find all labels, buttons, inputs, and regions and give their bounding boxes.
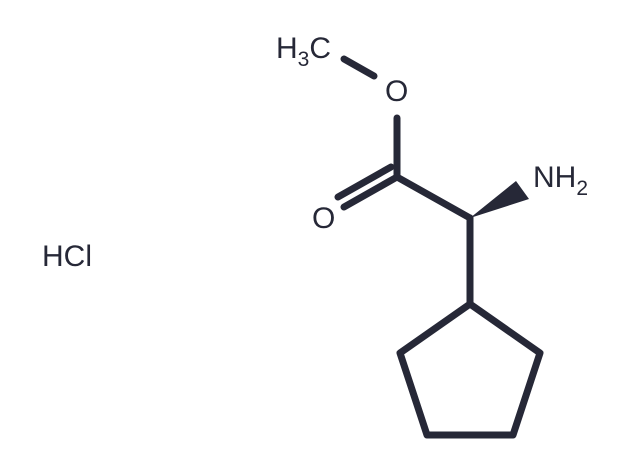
carbonyl-double-bond-outer [340, 173, 401, 211]
carbonyl-oxygen-label: O [312, 202, 335, 235]
stereo-wedge-bond-to-amine [470, 181, 529, 218]
methyl-to-ester-oxygen-bond [340, 55, 378, 80]
methyl-group-label: H3C [276, 32, 331, 71]
cyclopentane-ring [396, 300, 544, 439]
carbonyl-carbon-to-alpha-carbon-bond [393, 173, 474, 222]
carbonyl-double-bond-inner [334, 163, 395, 201]
hydrochloride-salt-label: HCl [42, 240, 92, 273]
amine-group-label: NH2 [533, 161, 588, 200]
ester-oxygen-label: O [385, 75, 408, 108]
